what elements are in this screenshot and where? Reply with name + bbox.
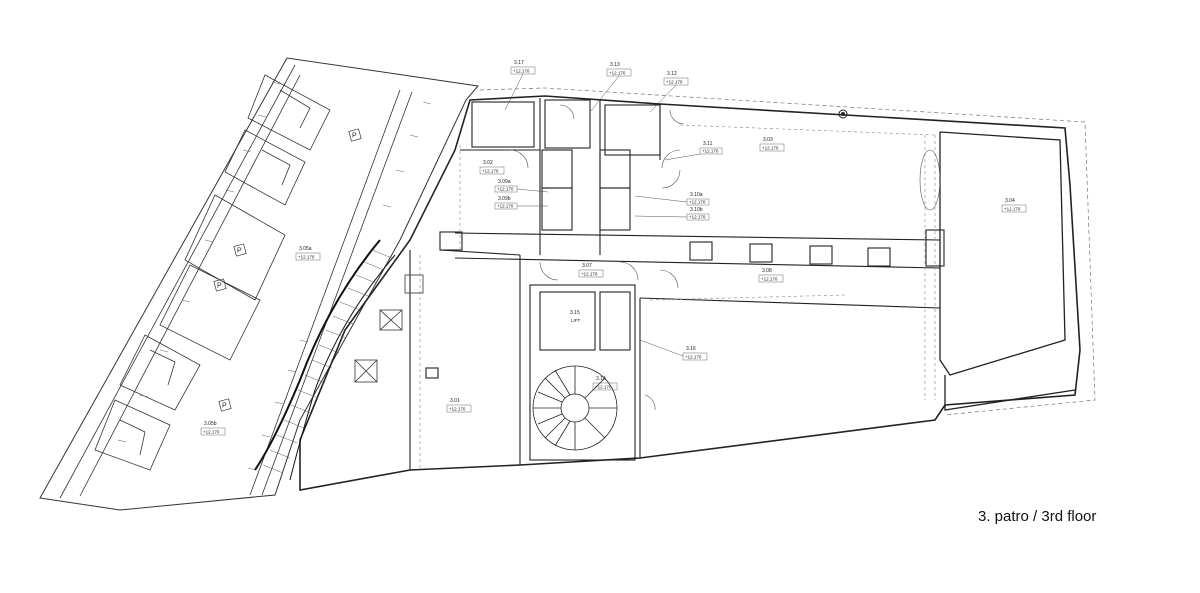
room-3-04-walls xyxy=(939,131,1076,411)
svg-text:3.08: 3.08 xyxy=(762,268,772,274)
svg-text:P: P xyxy=(217,283,222,290)
svg-text:+12.170: +12.170 xyxy=(482,169,499,174)
svg-text:+12.170: +12.170 xyxy=(513,69,530,74)
svg-text:3.09b: 3.09b xyxy=(498,196,511,202)
parking-symbol: P xyxy=(348,128,362,142)
svg-text:+12.170: +12.170 xyxy=(497,204,514,209)
svg-text:+12.170: +12.170 xyxy=(689,200,706,205)
room-label-3-17: 3.17 +12.170 xyxy=(510,60,536,75)
svg-text:3.02: 3.02 xyxy=(483,160,493,166)
svg-text:3.15: 3.15 xyxy=(570,310,580,316)
room-label-3-07: 3.07 +12.170 xyxy=(578,263,604,278)
svg-text:+12.170: +12.170 xyxy=(609,71,626,76)
svg-text:3.04: 3.04 xyxy=(1005,198,1015,204)
svg-text:+12.170: +12.170 xyxy=(761,277,778,282)
svg-text:+12.170: +12.170 xyxy=(762,146,779,151)
left-stair-treads xyxy=(262,249,393,474)
room-label-3-10a: 3.10a +12.170 xyxy=(686,192,710,206)
svg-text:+12.170: +12.170 xyxy=(497,187,514,192)
curved-glass-wall xyxy=(254,239,396,481)
svg-text:+12.170: +12.170 xyxy=(689,215,706,220)
svg-text:+12.170: +12.170 xyxy=(702,149,719,154)
building-outline xyxy=(299,95,1081,491)
svg-text:+12.170: +12.170 xyxy=(581,272,598,277)
svg-text:3.07: 3.07 xyxy=(582,263,592,269)
room-label-3-03: 3.03 +12.170 xyxy=(759,137,785,152)
svg-text:3.10b: 3.10b xyxy=(690,207,703,213)
svg-text:+12.170: +12.170 xyxy=(666,80,683,85)
svg-text:3.05b: 3.05b xyxy=(204,421,217,427)
svg-text:3.03: 3.03 xyxy=(763,137,773,143)
svg-text:+12.170: +12.170 xyxy=(298,255,315,260)
room-labels: 3.01 +12.170 3.02 +12.170 3.03 +12.170 3… xyxy=(200,60,1027,436)
room-label-3-12: 3.12 +12.170 xyxy=(663,71,689,86)
room-label-3-11: 3.11 +12.170 xyxy=(699,141,723,155)
svg-text:3.17: 3.17 xyxy=(514,60,524,66)
svg-text:+12.170: +12.170 xyxy=(449,407,466,412)
room-label-3-13: 3.13 +12.170 xyxy=(606,62,632,77)
svg-text:3.16: 3.16 xyxy=(686,346,696,352)
svg-text:+12.170: +12.170 xyxy=(595,385,612,390)
light-wells xyxy=(354,274,424,383)
svg-text:3.11: 3.11 xyxy=(703,141,713,147)
svg-text:3.12: 3.12 xyxy=(667,71,677,77)
room-label-3-15: 3.15 LIFT xyxy=(570,310,581,323)
property-boundary xyxy=(479,87,1096,416)
svg-text:3.13: 3.13 xyxy=(610,62,620,68)
room-label-3-14: 3.14 +12.170 xyxy=(592,376,618,391)
hidden-lines xyxy=(419,124,936,470)
svg-text:+12.170: +12.170 xyxy=(1004,207,1021,212)
spiral-staircase xyxy=(532,365,618,451)
svg-text:LIFT: LIFT xyxy=(571,318,581,323)
room-label-3-10b: 3.10b +12.170 xyxy=(686,207,710,221)
svg-text:P: P xyxy=(222,403,227,410)
room-label-3-05b: 3.05b +12.170 xyxy=(200,421,226,436)
room-label-3-09b: 3.09b +12.170 xyxy=(494,196,518,210)
svg-text:3.10a: 3.10a xyxy=(690,192,703,198)
dimension-ticks xyxy=(117,81,432,471)
room-label-3-05a: 3.05a +12.170 xyxy=(295,246,321,261)
interior-walls xyxy=(409,98,945,470)
svg-text:+12.170: +12.170 xyxy=(203,430,220,435)
column-marker xyxy=(838,109,848,119)
label-leader-lines xyxy=(504,73,701,357)
terrace-parking-area xyxy=(39,57,479,511)
door-swings xyxy=(509,104,941,411)
parking-symbols: P P P P xyxy=(213,128,362,412)
parking-symbol: P xyxy=(233,243,247,257)
svg-text:+12.170: +12.170 xyxy=(685,355,702,360)
svg-text:3.05a: 3.05a xyxy=(299,246,312,252)
svg-text:P: P xyxy=(352,133,357,140)
parking-symbol: P xyxy=(213,278,227,292)
room-label-3-04: 3.04 +12.170 xyxy=(1001,198,1027,213)
room-label-3-09a: 3.09a +12.170 xyxy=(494,179,518,193)
svg-text:3.14: 3.14 xyxy=(596,376,606,382)
room-label-3-16: 3.16 +12.170 xyxy=(682,346,708,361)
svg-text:3.01: 3.01 xyxy=(450,398,460,404)
room-label-3-08: 3.08 +12.170 xyxy=(758,268,784,283)
room-label-3-02: 3.02 +12.170 xyxy=(479,160,505,175)
parking-symbol: P xyxy=(218,398,232,412)
room-label-3-01: 3.01 +12.170 xyxy=(446,398,472,413)
svg-text:3.09a: 3.09a xyxy=(498,179,511,185)
svg-text:P: P xyxy=(237,248,242,255)
floor-caption: 3. patro / 3rd floor xyxy=(978,508,1097,525)
